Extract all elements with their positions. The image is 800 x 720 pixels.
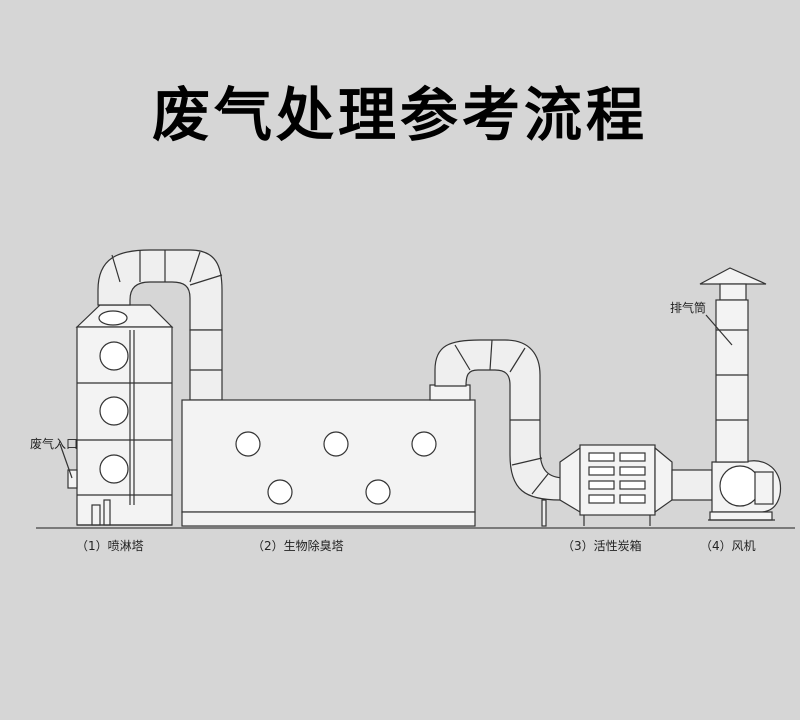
page-title: 废气处理参考流程 xyxy=(151,81,648,149)
bio-deodorization-tower xyxy=(181,384,476,527)
exhaust-leader-line xyxy=(705,314,733,346)
stage-label-spray-tower: （1）喷淋塔 xyxy=(76,539,144,553)
exhaust-stack xyxy=(699,267,767,463)
fan xyxy=(708,460,782,521)
stage-label-carbon-box: （3）活性炭箱 xyxy=(562,539,642,553)
stage-label-bio-tower: （2）生物除臭塔 xyxy=(252,539,344,553)
duct-spray-to-bio xyxy=(97,249,223,401)
spray-tower xyxy=(67,304,174,526)
activated-carbon-box xyxy=(559,444,673,526)
inlet-callout: 废气入口 xyxy=(30,437,79,451)
exhaust-callout: 排气筒 xyxy=(670,301,707,315)
stage-label-fan: （4）风机 xyxy=(700,539,756,553)
duct-carbon-to-fan xyxy=(671,469,713,501)
inlet-leader-line xyxy=(59,443,73,479)
